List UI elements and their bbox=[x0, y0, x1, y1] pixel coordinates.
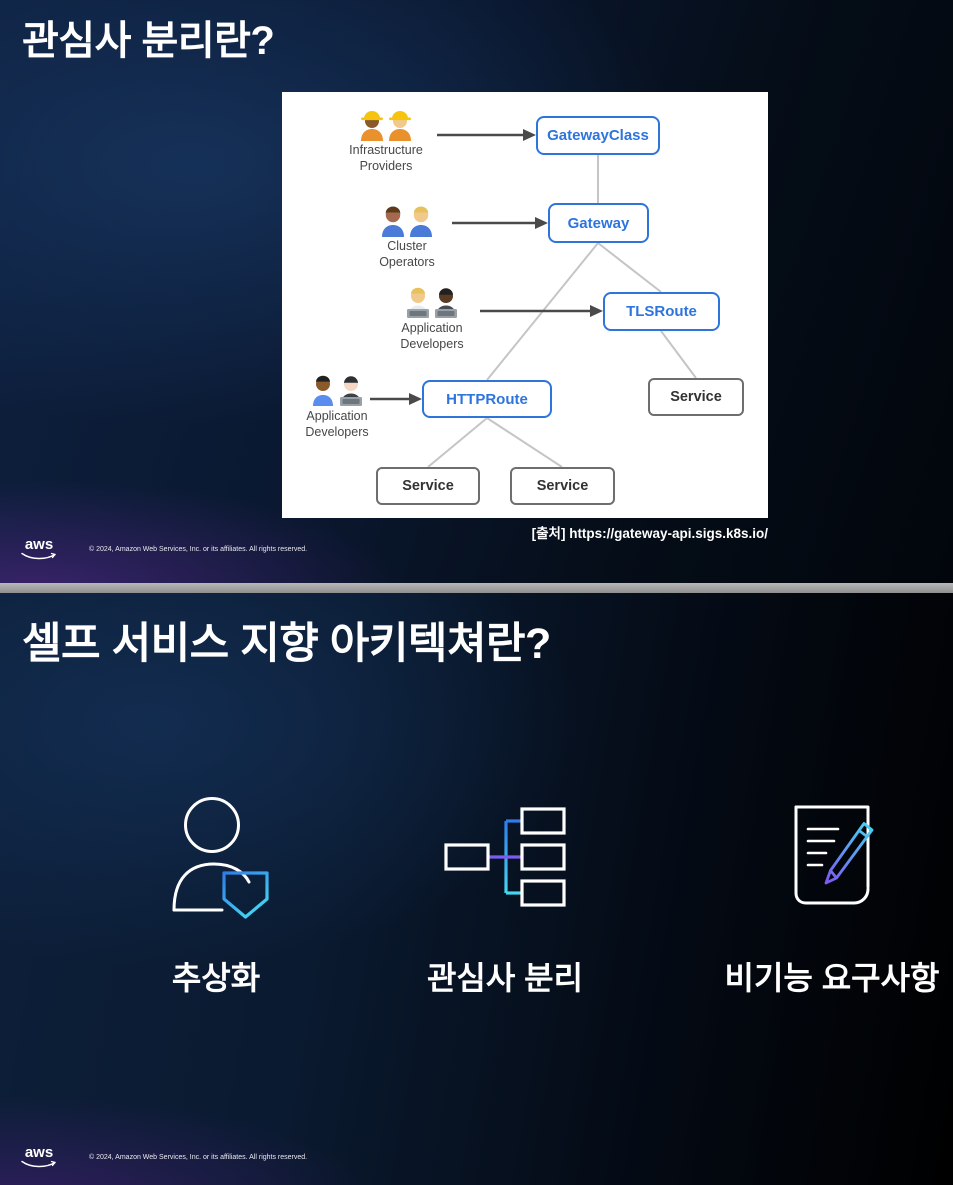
aws-smile-icon bbox=[21, 1160, 56, 1168]
persona-label: Application Developers bbox=[400, 321, 464, 351]
node-tlsroute: TLSRoute bbox=[603, 292, 720, 331]
concept-label: 비기능 요구사항 bbox=[724, 960, 940, 996]
copyright-text: © 2024, Amazon Web Services, Inc. or its… bbox=[89, 546, 308, 553]
gateway-api-diagram: Infrastructure Providers Cluster Operato… bbox=[282, 92, 768, 518]
node-service-middle: Service bbox=[510, 467, 615, 505]
concept-abstraction: 추상화 bbox=[106, 791, 326, 999]
concept-label: 추상화 bbox=[171, 960, 261, 996]
node-gateway: Gateway bbox=[548, 203, 649, 243]
construction-workers-icon bbox=[361, 111, 411, 141]
persona-label: Application Developers bbox=[305, 409, 369, 439]
aws-logo-text: aws bbox=[24, 536, 54, 553]
persona-label: Cluster Operators bbox=[379, 239, 435, 269]
copyright-text: © 2024, Amazon Web Services, Inc. or its… bbox=[89, 1154, 308, 1161]
mechanics-icon bbox=[382, 206, 432, 237]
node-service-left: Service bbox=[376, 467, 480, 505]
hierarchy-tree-icon bbox=[444, 807, 566, 907]
icon-box bbox=[160, 791, 272, 923]
node-gatewayclass: GatewayClass bbox=[536, 116, 660, 155]
aws-smile-icon bbox=[21, 552, 56, 560]
slide1-footer: aws © 2024, Amazon Web Services, Inc. or… bbox=[20, 537, 307, 561]
persona-cluster-operators: Cluster Operators bbox=[342, 196, 472, 270]
technologists-icon bbox=[313, 375, 362, 406]
concept-separation-of-concerns: 관심사 분리 bbox=[375, 791, 635, 999]
concept-label: 관심사 분리 bbox=[426, 960, 584, 996]
slide-divider bbox=[0, 583, 953, 593]
node-httproute: HTTPRoute bbox=[422, 380, 552, 418]
aws-logo-text: aws bbox=[24, 1144, 54, 1161]
source-citation: [출처] https://gateway-api.sigs.k8s.io/ bbox=[531, 526, 768, 541]
document-edit-icon bbox=[794, 805, 874, 905]
persona-application-developers-top: Application Developers bbox=[367, 278, 497, 352]
slide-1: 관심사 분리란? bbox=[0, 0, 953, 583]
persona-label: Infrastructure Providers bbox=[349, 143, 423, 173]
aws-logo: aws bbox=[20, 1145, 58, 1169]
slide1-title: 관심사 분리란? bbox=[22, 19, 275, 63]
diagram-connectors bbox=[370, 129, 697, 468]
concept-non-functional-requirements: 비기능 요구사항 bbox=[687, 791, 953, 999]
slide-2: 셀프 서비스 지향 아키텍쳐란? 추상화 bbox=[0, 593, 953, 1185]
slide2-footer: aws © 2024, Amazon Web Services, Inc. or… bbox=[20, 1145, 307, 1169]
icon-box bbox=[776, 791, 888, 923]
node-service-right: Service bbox=[648, 378, 744, 416]
icon-box bbox=[444, 791, 566, 923]
persona-infrastructure-providers: Infrastructure Providers bbox=[321, 100, 451, 174]
user-shield-icon bbox=[172, 797, 269, 919]
aws-logo: aws bbox=[20, 537, 58, 561]
slide2-title: 셀프 서비스 지향 아키텍쳐란? bbox=[22, 620, 551, 668]
technologists-icon bbox=[407, 287, 457, 318]
persona-application-developers-bottom: Application Developers bbox=[272, 366, 402, 440]
